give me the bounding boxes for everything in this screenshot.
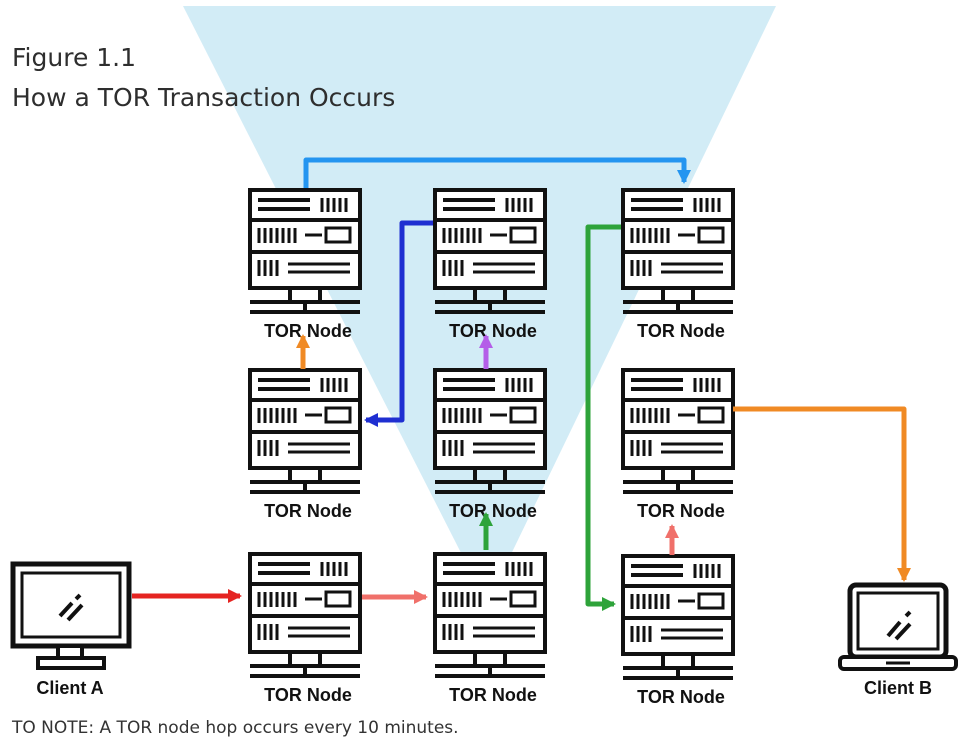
node-label: TOR Node — [449, 321, 537, 341]
tor-node-r1c3: TOR Node — [621, 188, 741, 341]
connection-client-a-to-r3c1 — [132, 589, 242, 603]
arrowhead — [364, 413, 378, 427]
arrowhead — [479, 512, 493, 526]
tor-node-r3c3: TOR Node — [621, 554, 741, 707]
tor-node-r3c1: TOR Node — [248, 552, 368, 705]
node-label: TOR Node — [637, 321, 725, 341]
connection-r1c2-to-r2c1 — [364, 220, 433, 427]
connection-r2c3-to-client-b — [733, 406, 911, 582]
node-label: TOR Node — [449, 685, 537, 705]
tor-node-r3c2: TOR Node — [433, 552, 553, 705]
tor-node-r1c1: TOR Node — [248, 188, 368, 341]
arrowhead — [897, 568, 911, 582]
node-label: TOR Node — [637, 687, 725, 707]
tor-node-r1c2: TOR Node — [433, 188, 553, 341]
footnote: TO NOTE: A TOR node hop occurs every 10 … — [12, 718, 459, 738]
tor-node-r2c3: TOR Node — [621, 368, 741, 521]
node-label: TOR Node — [449, 501, 537, 521]
figure-number: Figure 1.1 — [12, 43, 137, 72]
arrowhead — [414, 590, 428, 604]
arrowhead — [479, 334, 493, 348]
tor-node-r2c1: TOR Node — [248, 368, 368, 521]
connection-r3c1-to-r3c2 — [362, 590, 428, 604]
client-b-label: Client B — [863, 678, 932, 698]
node-label: TOR Node — [264, 321, 352, 341]
node-label: TOR Node — [264, 501, 352, 521]
node-label: TOR Node — [637, 501, 725, 521]
client-a-label: Client A — [36, 678, 104, 698]
connection-r2c2-to-r1c2 — [479, 334, 493, 369]
tor-node-r2c2: TOR Node — [433, 368, 553, 521]
connection-r1c3-to-r3c3 — [585, 224, 621, 611]
arrowhead — [677, 170, 691, 184]
client-b: Client B — [836, 582, 960, 698]
desktop-monitor-icon — [10, 561, 132, 670]
client-a: Client A — [10, 561, 134, 698]
figure-caption: Figure 1.1 How a TOR Transaction Occurs — [12, 38, 395, 118]
node-label: TOR Node — [264, 685, 352, 705]
arrowhead — [665, 524, 679, 538]
connection-r3c3-to-r2c3 — [665, 524, 679, 555]
laptop-icon — [838, 582, 958, 671]
arrowhead — [296, 334, 310, 348]
connection-r3c2-to-r2c2 — [479, 512, 493, 550]
figure-title: How a TOR Transaction Occurs — [12, 83, 396, 112]
arrowhead — [228, 589, 242, 603]
arrowhead — [602, 597, 616, 611]
connection-r2c1-to-r1c1 — [296, 334, 310, 369]
connection-r1c1-to-r1c3 — [303, 157, 691, 188]
